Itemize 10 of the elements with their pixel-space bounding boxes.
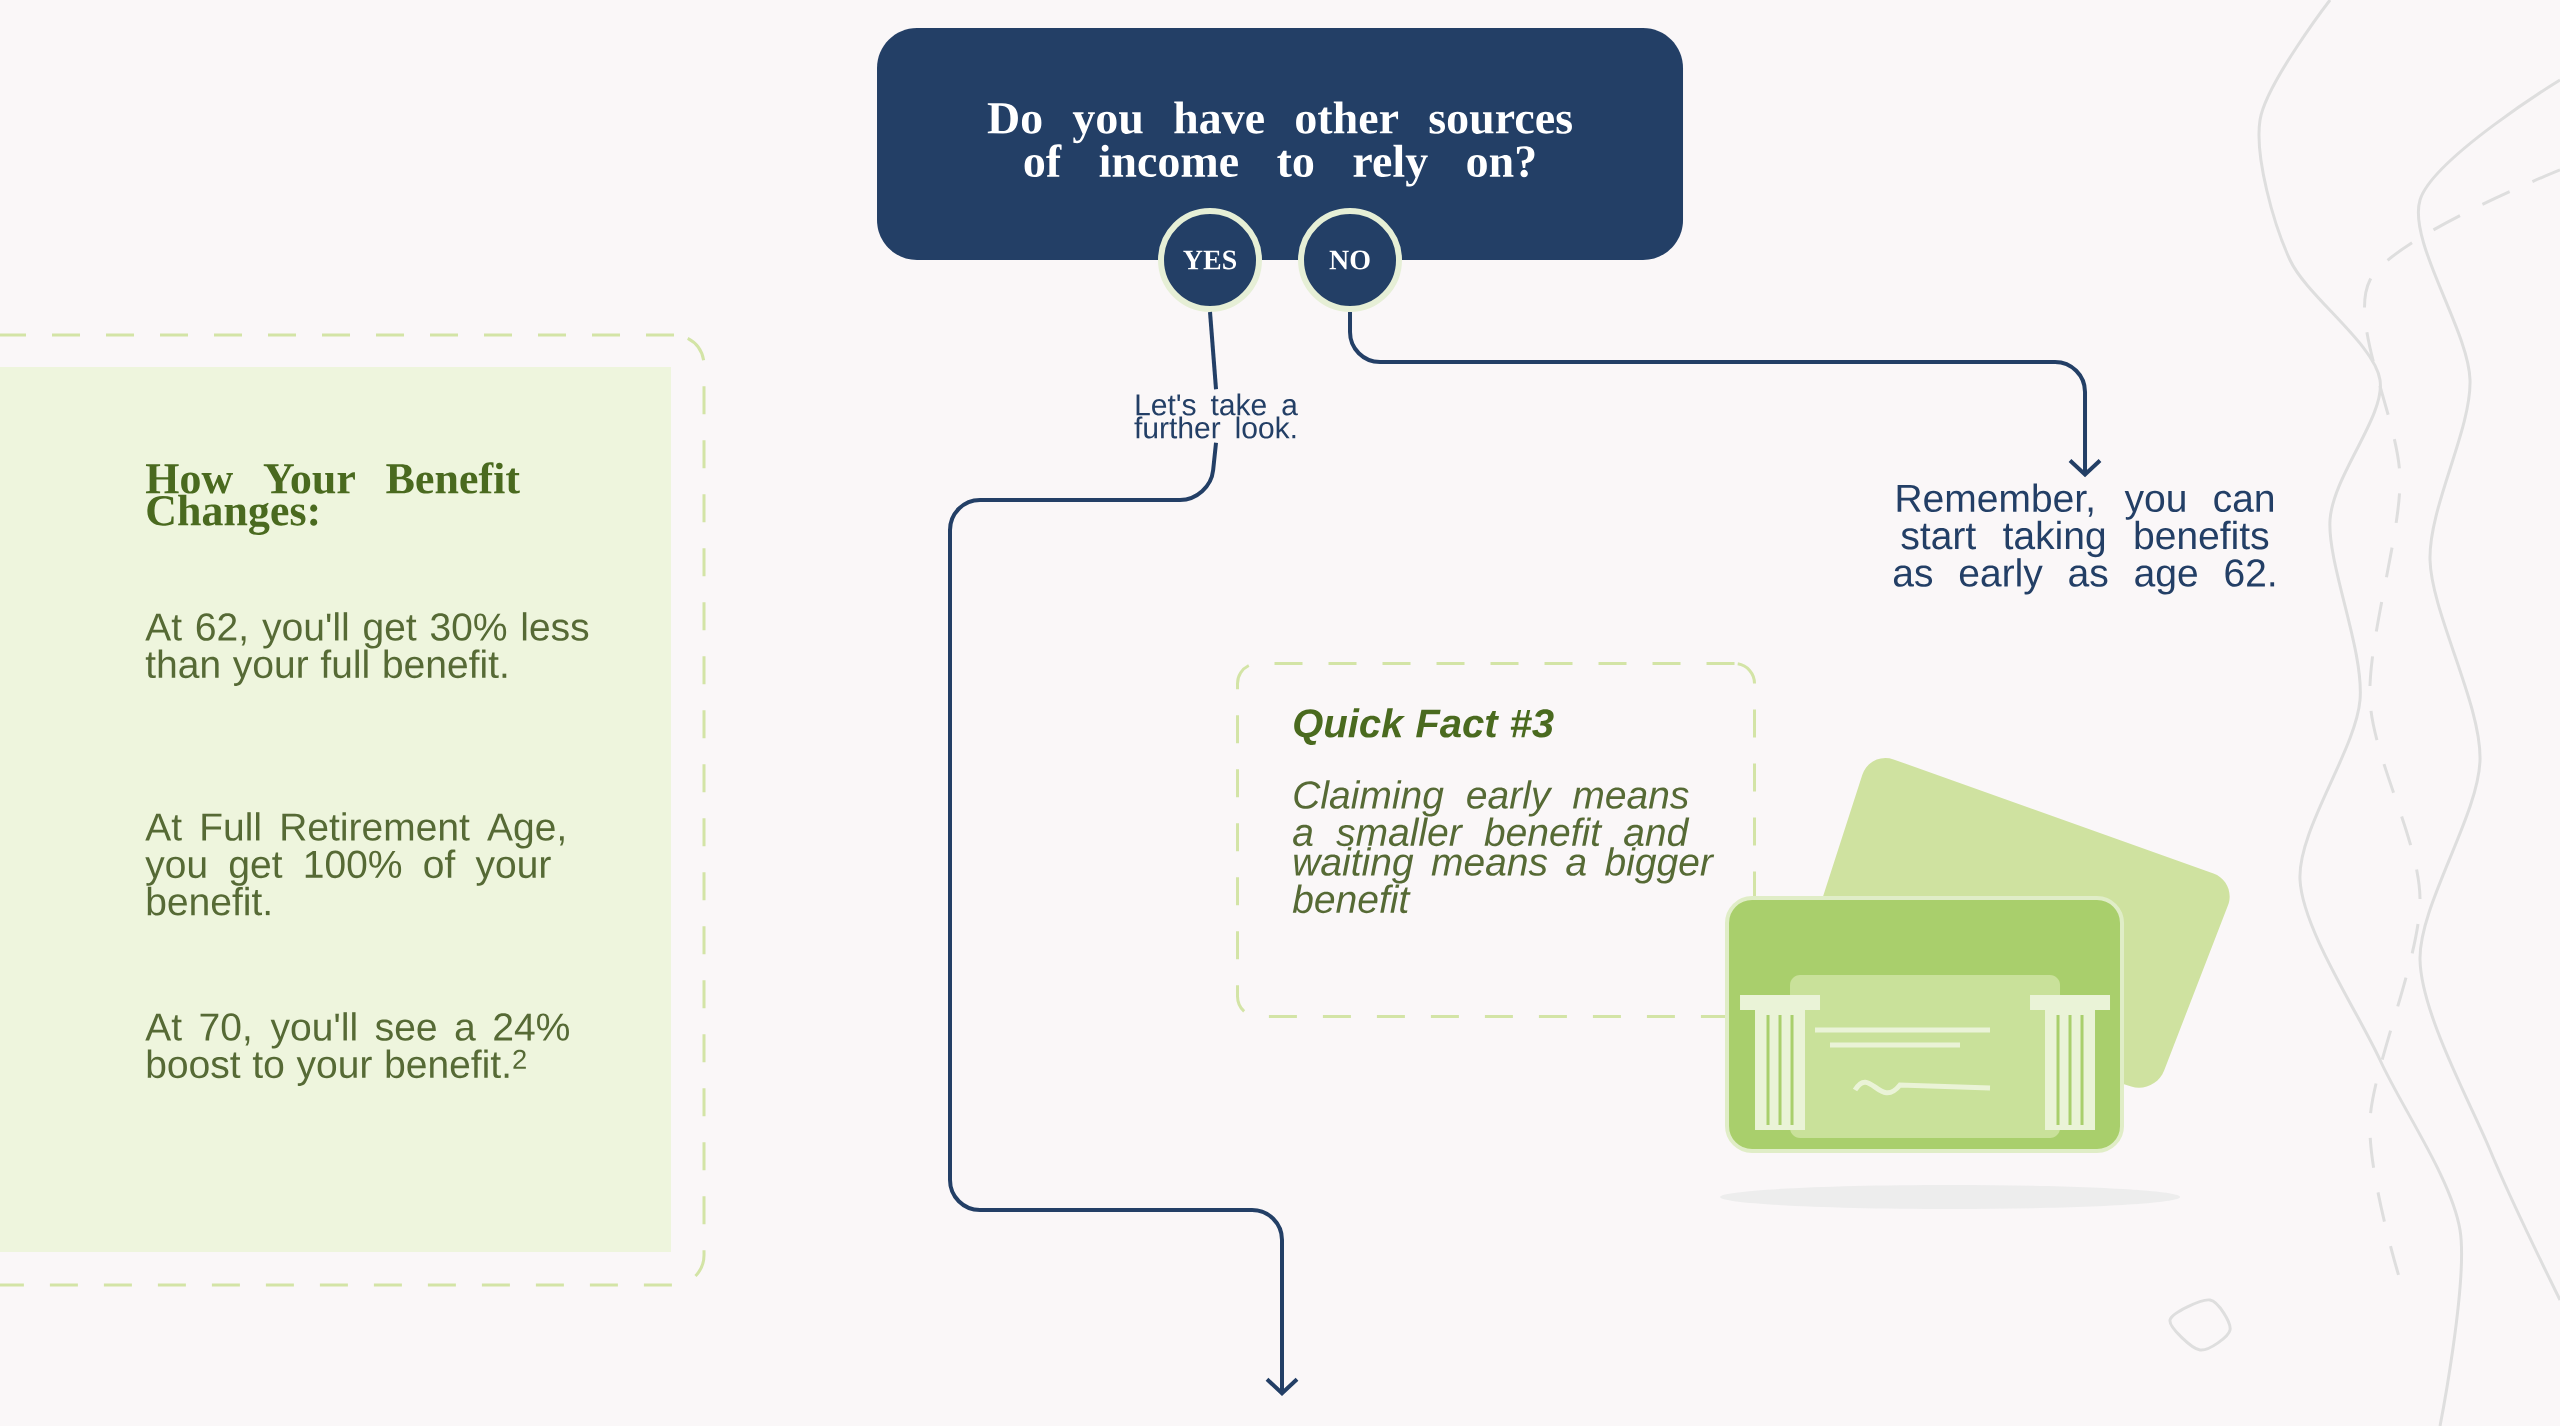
connector-arrow xyxy=(948,442,1299,1396)
panel-text: At Full Retirement Age, you get 100% of your benefit. xyxy=(145,812,564,916)
connector-arrow xyxy=(1348,312,2102,478)
fact-text: Claiming early means a smaller benefit and waiting means a bigger benefit xyxy=(1292,780,1715,914)
fact-heading: Quick Fact #3 xyxy=(1294,708,1554,745)
panel-text: At 62, you'll get 30% less than your full benefit. xyxy=(145,612,589,686)
panel-text: At 70, you'll see a 24% boost to your benefit.$^{2}$ xyxy=(145,1012,569,1086)
panel-heading: How Your Benefit Changes: xyxy=(145,462,520,535)
note-text: Let's take a further look. xyxy=(1134,393,1298,439)
note-text: Remember, you can start taking benefits as early as age 62. xyxy=(1893,483,2275,595)
